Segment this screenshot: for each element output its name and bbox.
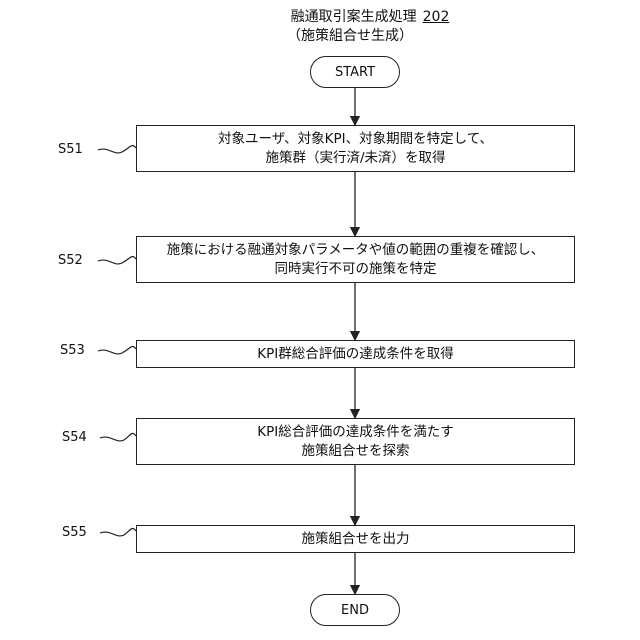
s52-line-2: 同時実行不可の施策を特定	[167, 260, 545, 279]
start-label: START	[335, 65, 375, 80]
flow-title-text: 融通取引案生成処理	[291, 9, 417, 25]
s55-line-1: 施策組合せを出力	[302, 530, 410, 549]
leader-s54	[100, 433, 136, 441]
end-terminal: END	[310, 594, 400, 626]
step-label-s54: S54	[62, 430, 87, 445]
process-box-s52: 施策における融通対象パラメータや値の範囲の重複を確認し、同時実行不可の施策を特定	[136, 236, 575, 283]
flow-subtitle: （施策組合せ生成）	[270, 27, 430, 45]
process-box-s51: 対象ユーザ、対象KPI、対象期間を特定して、施策群（実行済/未済）を取得	[136, 125, 575, 172]
leader-s51	[98, 145, 136, 153]
s52-line-1: 施策における融通対象パラメータや値の範囲の重複を確認し、	[167, 241, 545, 260]
leader-s55	[100, 528, 136, 536]
process-box-s54: KPI総合評価の達成条件を満たす施策組合せを探索	[136, 418, 575, 465]
leader-s52	[98, 256, 136, 264]
step-label-s53: S53	[60, 343, 85, 358]
step-label-s55: S55	[62, 525, 87, 540]
process-box-s53: KPI群総合評価の達成条件を取得	[136, 340, 575, 368]
step-label-s51: S51	[58, 142, 83, 157]
step-label-s52: S52	[58, 253, 83, 268]
flow-reference-number: 202	[423, 9, 450, 25]
process-box-s55: 施策組合せを出力	[136, 525, 575, 553]
start-terminal: START	[310, 56, 400, 88]
s54-line-2: 施策組合せを探索	[257, 442, 453, 461]
leader-s53	[98, 346, 136, 354]
s51-line-1: 対象ユーザ、対象KPI、対象期間を特定して、	[218, 130, 493, 149]
s54-line-1: KPI総合評価の達成条件を満たす	[257, 423, 453, 442]
end-label: END	[341, 603, 369, 618]
s53-line-1: KPI群総合評価の達成条件を取得	[257, 345, 453, 364]
flow-title: 融通取引案生成処理 202	[270, 8, 470, 26]
s51-line-2: 施策群（実行済/未済）を取得	[218, 149, 493, 168]
